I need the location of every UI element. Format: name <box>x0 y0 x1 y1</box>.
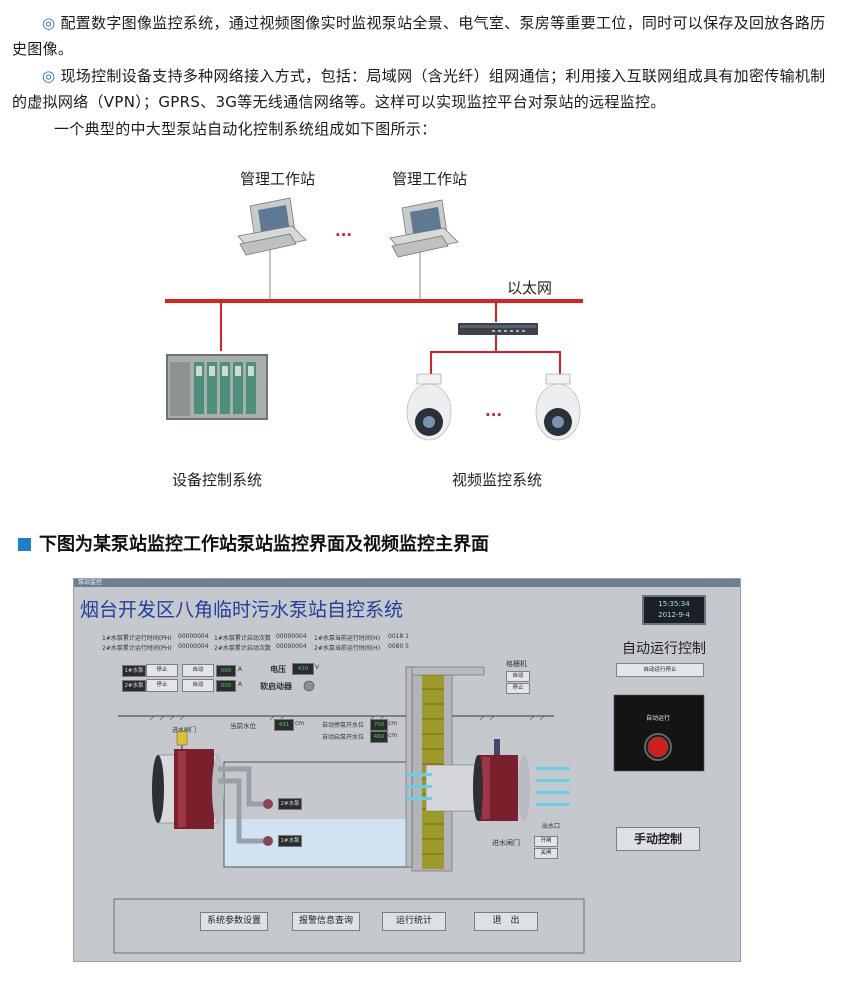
soft-starter-label: 软启动器 <box>260 682 292 691</box>
dome-camera-icon <box>535 373 581 441</box>
valve-open-button[interactable]: 开闸 <box>534 836 558 847</box>
device-control-label: 设备控制系统 <box>172 471 263 489</box>
stat-label: 1#水泵当前运行时间(H) <box>314 635 381 642</box>
square-bullet-icon <box>18 538 31 551</box>
tag-pump2: 2#水泵 <box>278 798 302 810</box>
grille-stop-button[interactable]: 停止 <box>506 683 530 694</box>
start-level-unit: cm <box>388 720 398 727</box>
manual-control-button[interactable]: 手动控制 <box>616 827 700 851</box>
pump2-state[interactable]: 停止 <box>146 679 178 692</box>
section-heading-text: 下图为某泵站监控工作站泵站监控界面及视频监控主界面 <box>39 534 489 555</box>
pump1-current: 000 <box>216 665 236 677</box>
inlet-valve-label: 进水闸门 <box>172 727 197 734</box>
pump-station-scene <box>113 666 705 954</box>
ethernet-label: 以太网 <box>507 279 553 297</box>
ethernet-line <box>165 299 583 303</box>
clock-time: 15:35:34 <box>658 600 690 608</box>
exit-button[interactable]: 退 出 <box>474 912 538 931</box>
run-stats-button[interactable]: 运行统计 <box>382 912 446 931</box>
clock-date: 2012-9-4 <box>658 611 690 619</box>
paragraph-2-text: 现场控制设备支持多种网络接入方式，包括：局域网（含光纤）组网通信；利用接入互联网… <box>12 67 826 111</box>
computer-icon <box>237 197 307 256</box>
pump1-mode[interactable]: 自动 <box>182 664 214 677</box>
network-diagram <box>165 197 583 441</box>
plc-rack-icon <box>166 354 268 420</box>
level-unit: cm <box>295 720 305 727</box>
video-monitor-label: 视频监控系统 <box>452 471 543 489</box>
auto-run-stop-button[interactable]: 自动运行停止 <box>616 663 704 677</box>
stop-level-label: 自动启泵开水位 <box>322 734 365 741</box>
outlet-label: 出水口 <box>542 823 561 830</box>
level-value: 431 <box>274 719 294 731</box>
system-params-button[interactable]: 系统参数设置 <box>200 912 268 931</box>
scada-title: 烟台开发区八角临时污水泵站自控系统 <box>80 599 404 621</box>
outlet-valve-label: 进水闸门 <box>492 839 520 847</box>
stat-value: 00000004 <box>276 643 307 650</box>
stat-value: 00000004 <box>276 633 307 640</box>
pump1-unit: A <box>238 666 243 673</box>
scada-screen: 泵站监控 烟台开发区八角临时污水泵站自控系统 15:35:34 2012-9-4… <box>73 578 741 962</box>
pump2-current: 000 <box>216 680 236 692</box>
voltage-unit: V <box>315 664 320 671</box>
alarm-query-button[interactable]: 报警信息查询 <box>292 912 360 931</box>
paragraph-1: ◎ 配置数字图像监控系统，通过视频图像实时监视泵站全景、电气室、泵房等重要工位，… <box>12 10 840 62</box>
pump2-unit: A <box>238 681 243 688</box>
stat-value: 00000004 <box>178 633 209 640</box>
paragraph-2: ◎ 现场控制设备支持多种网络接入方式，包括：局域网（含光纤）组网通信；利用接入互… <box>12 63 840 115</box>
bullet-icon: ◎ <box>42 14 56 32</box>
grille-label: 格栅机 <box>506 660 527 668</box>
valve-close-button[interactable]: 关闸 <box>534 848 558 859</box>
pump1-state[interactable]: 停止 <box>146 664 178 677</box>
stop-level-unit: cm <box>388 732 398 739</box>
scada-titlebar: 泵站监控 <box>74 579 740 587</box>
stat-value: 00000004 <box>178 643 209 650</box>
stat-label: 2#水泵当前运行时间(H) <box>314 645 381 652</box>
voltage-label: 电压 <box>270 665 286 674</box>
stat-label: 2#水泵累计运行时间(PH) <box>102 645 172 652</box>
auto-run-title: 自动运行控制 <box>622 641 706 657</box>
stat-label: 1#水泵累计运行时间(PH) <box>102 635 172 642</box>
workstation-right-label: 管理工作站 <box>392 170 468 188</box>
ellipsis-bottom: ... <box>485 402 503 420</box>
emergency-stop-icon <box>647 736 669 758</box>
ellipsis-top: ... <box>335 222 353 240</box>
stop-level-value: 460 <box>370 731 388 743</box>
paragraph-3: 一个典型的中大型泵站自动化控制系统组成如下图所示： <box>12 116 840 142</box>
grille-auto-button[interactable]: 自动 <box>506 671 530 682</box>
auto-stop-label: 自动运行 <box>646 715 671 722</box>
dome-camera-icon <box>406 373 452 441</box>
stat-label: 1#水泵累计启动次数 <box>214 635 271 642</box>
stat-label: 2#水泵累计启动次数 <box>214 645 271 652</box>
section-heading: 下图为某泵站监控工作站泵站监控界面及视频监控主界面 <box>18 530 489 556</box>
pump2-label: 2#水泵 <box>122 680 146 692</box>
pump2-mode[interactable]: 自动 <box>182 679 214 692</box>
paragraph-1-text: 配置数字图像监控系统，通过视频图像实时监视泵站全景、电气室、泵房等重要工位，同时… <box>12 14 826 58</box>
paragraph-3-text: 一个典型的中大型泵站自动化控制系统组成如下图所示： <box>54 120 437 138</box>
start-level-value: 700 <box>370 719 388 731</box>
stat-value: 0018 1 <box>388 633 409 640</box>
network-switch-icon <box>458 323 538 335</box>
scada-clock: 15:35:34 2012-9-4 <box>642 595 706 625</box>
level-label: 当前水位 <box>230 722 256 730</box>
tag-pump1: 1#水泵 <box>278 835 302 847</box>
start-level-label: 自动停泵开水位 <box>322 722 365 729</box>
scada-window-caption: 泵站监控 <box>78 579 103 586</box>
pump1-label: 1#水泵 <box>122 665 146 677</box>
voltage-value: 410 <box>292 663 314 675</box>
workstation-left-label: 管理工作站 <box>240 170 316 188</box>
computer-icon <box>389 199 459 258</box>
stat-value: 0080 5 <box>388 643 409 650</box>
bullet-icon: ◎ <box>42 67 56 85</box>
